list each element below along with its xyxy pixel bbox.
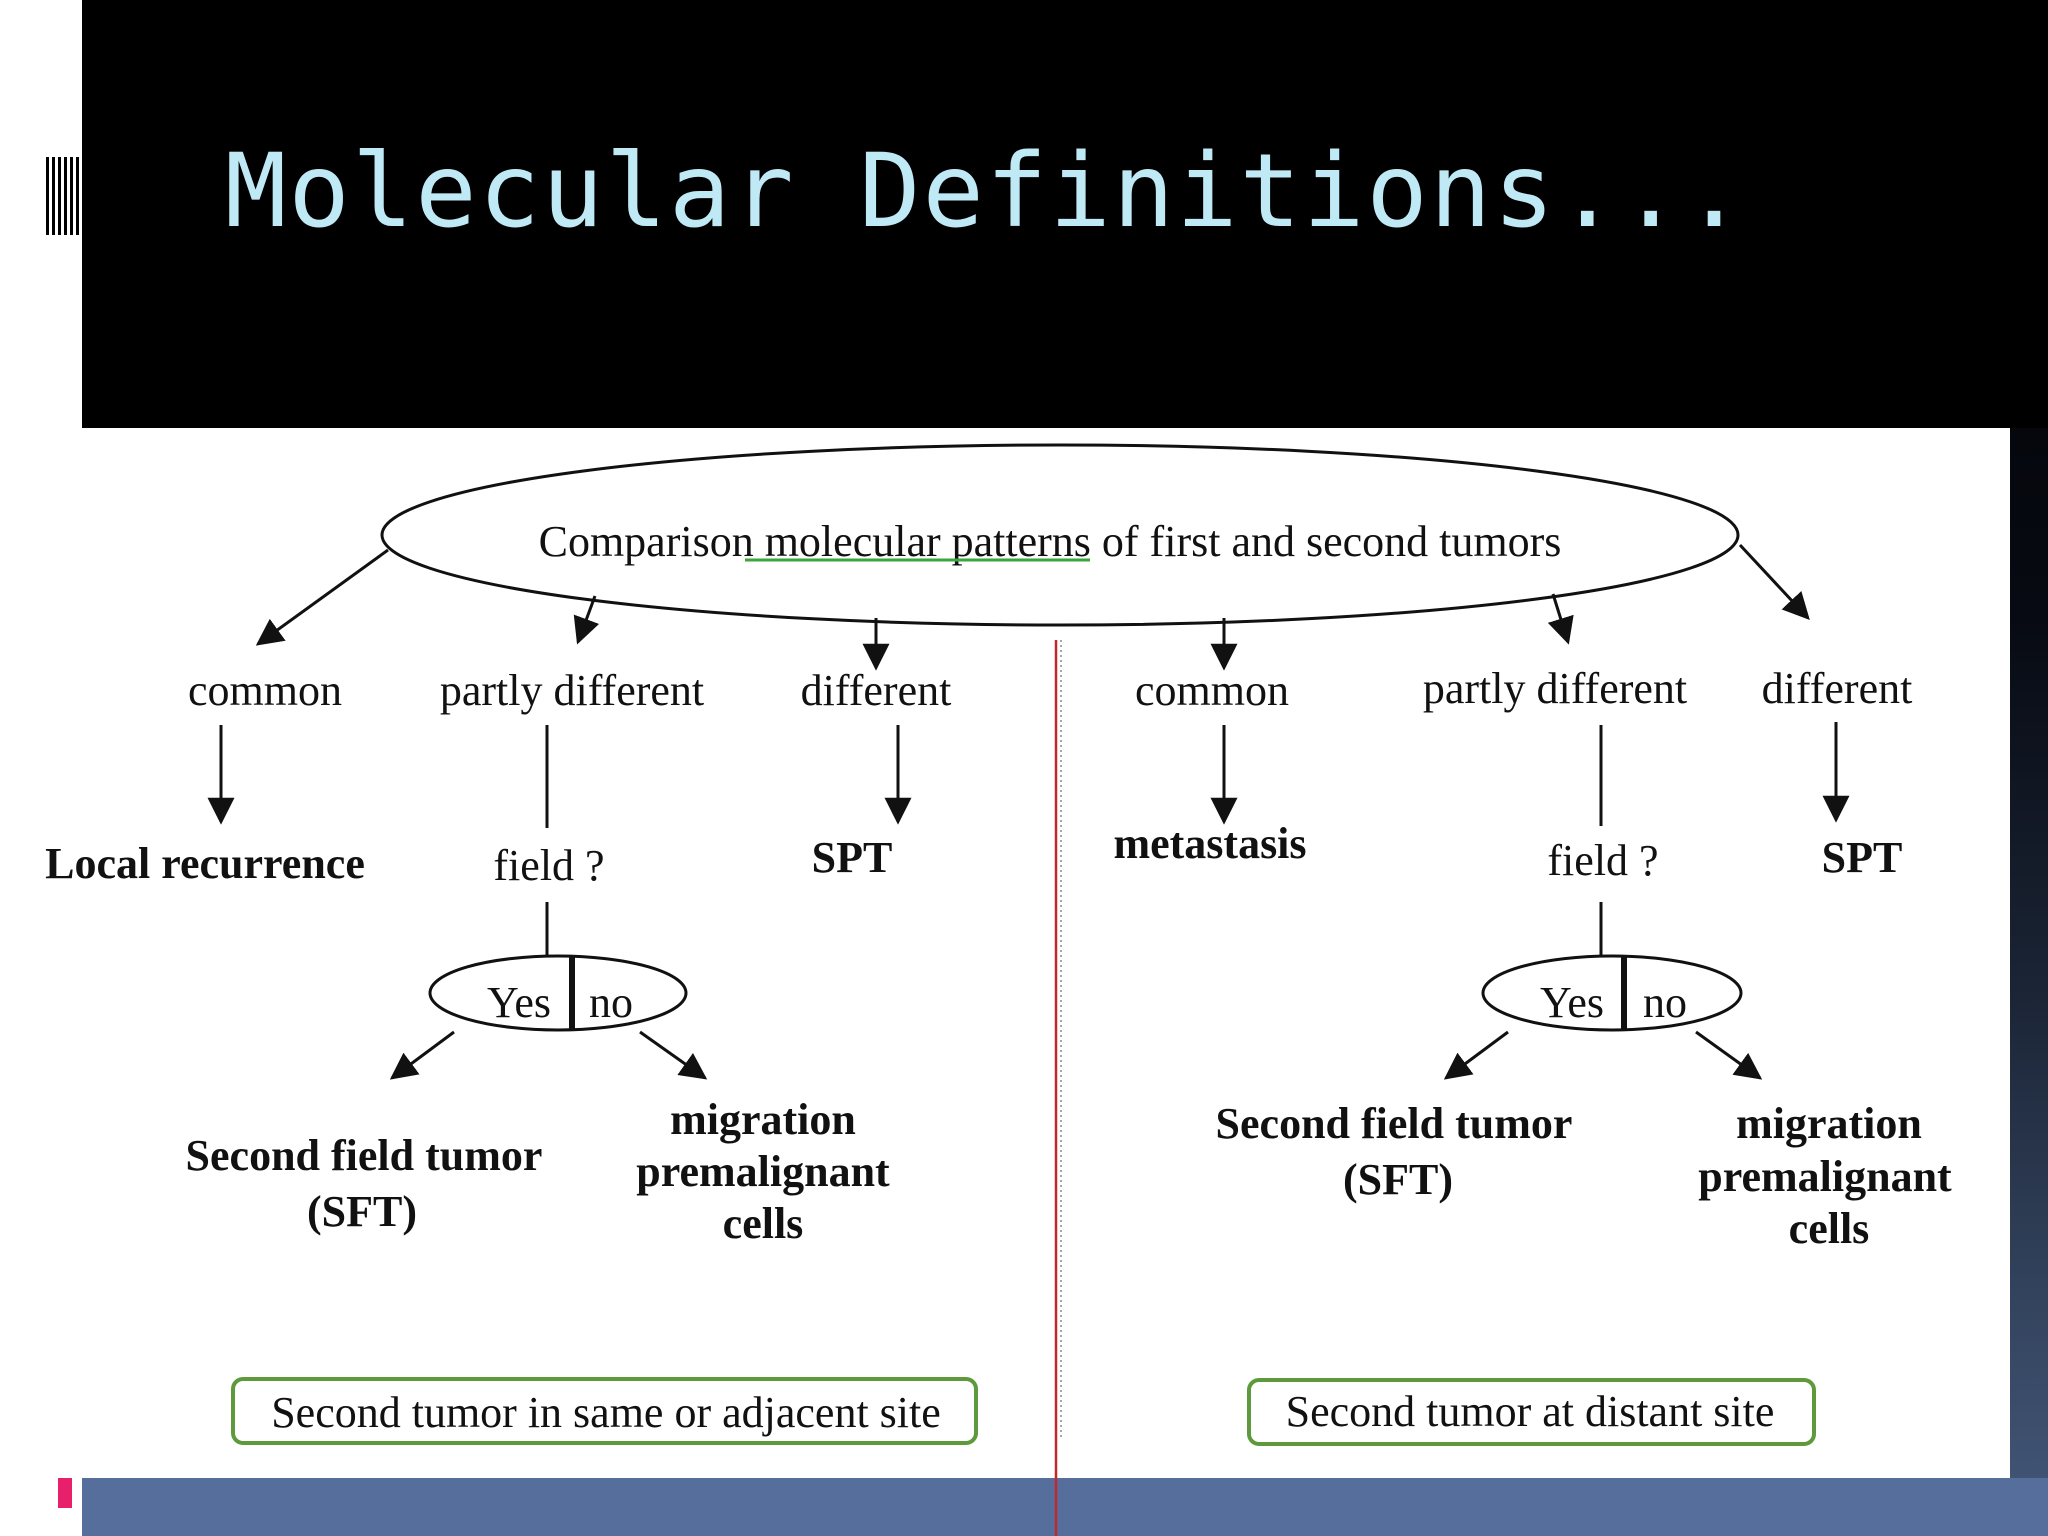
right-partly-different-label: partly different bbox=[1423, 664, 1687, 713]
right-common-label: common bbox=[1135, 666, 1289, 715]
arrow-right-yes-sft bbox=[1443, 1030, 1509, 1080]
right-metastasis-label: metastasis bbox=[1113, 819, 1306, 868]
right-yes-no-ellipse bbox=[1481, 954, 1743, 1032]
right-no-label: no bbox=[1643, 978, 1687, 1027]
left-migration-line2: premalignant bbox=[636, 1147, 890, 1196]
left-field-label: field ? bbox=[493, 841, 604, 890]
arrow-right-no-migration bbox=[1695, 1030, 1763, 1080]
left-migration-line3: cells bbox=[723, 1199, 804, 1248]
left-yes-no-ellipse bbox=[428, 954, 688, 1032]
right-site-box bbox=[1247, 1378, 1816, 1446]
footer-bar bbox=[82, 1478, 2048, 1536]
footer-marker bbox=[58, 1478, 72, 1508]
left-spt-label: SPT bbox=[812, 833, 893, 882]
left-no-label: no bbox=[589, 978, 633, 1027]
root-label: Comparison molecular patterns of first a… bbox=[539, 517, 1562, 566]
left-local-recurrence-label: Local recurrence bbox=[45, 839, 365, 888]
right-migration-line1: migration bbox=[1736, 1099, 1922, 1148]
left-sft-line1: Second field tumor bbox=[186, 1131, 543, 1180]
right-site-box-label: Second tumor at distant site bbox=[1286, 1387, 1775, 1436]
right-spt-label: SPT bbox=[1822, 833, 1903, 882]
right-field-label: field ? bbox=[1547, 836, 1658, 885]
left-site-box-label: Second tumor in same or adjacent site bbox=[271, 1388, 941, 1437]
arrow-root-right-different bbox=[1738, 543, 1810, 620]
slide-title: Molecular Definitions... bbox=[225, 132, 1747, 251]
left-sft-line2: (SFT) bbox=[307, 1187, 417, 1236]
left-yes-label: Yes bbox=[487, 978, 551, 1027]
arrow-root-left-partly bbox=[573, 595, 600, 645]
right-sft-line2: (SFT) bbox=[1343, 1155, 1453, 1204]
left-migration-line1: migration bbox=[670, 1095, 856, 1144]
decorative-stripes bbox=[46, 157, 82, 235]
left-common-label: common bbox=[188, 666, 342, 715]
right-yes-label: Yes bbox=[1540, 978, 1604, 1027]
arrow-root-left-common bbox=[255, 548, 389, 646]
root-ellipse bbox=[380, 443, 1740, 627]
right-migration-line3: cells bbox=[1789, 1204, 1870, 1253]
right-migration-line2: premalignant bbox=[1698, 1152, 1952, 1201]
right-different-label: different bbox=[1762, 664, 1913, 713]
left-partly-different-label: partly different bbox=[440, 666, 704, 715]
arrow-left-no-migration bbox=[639, 1030, 708, 1080]
title-bar bbox=[82, 0, 2048, 428]
arrow-left-yes-sft bbox=[389, 1030, 455, 1080]
left-site-box bbox=[231, 1377, 978, 1445]
right-sft-line1: Second field tumor bbox=[1216, 1099, 1573, 1148]
left-different-label: different bbox=[801, 666, 952, 715]
arrow-root-right-partly bbox=[1547, 593, 1574, 645]
